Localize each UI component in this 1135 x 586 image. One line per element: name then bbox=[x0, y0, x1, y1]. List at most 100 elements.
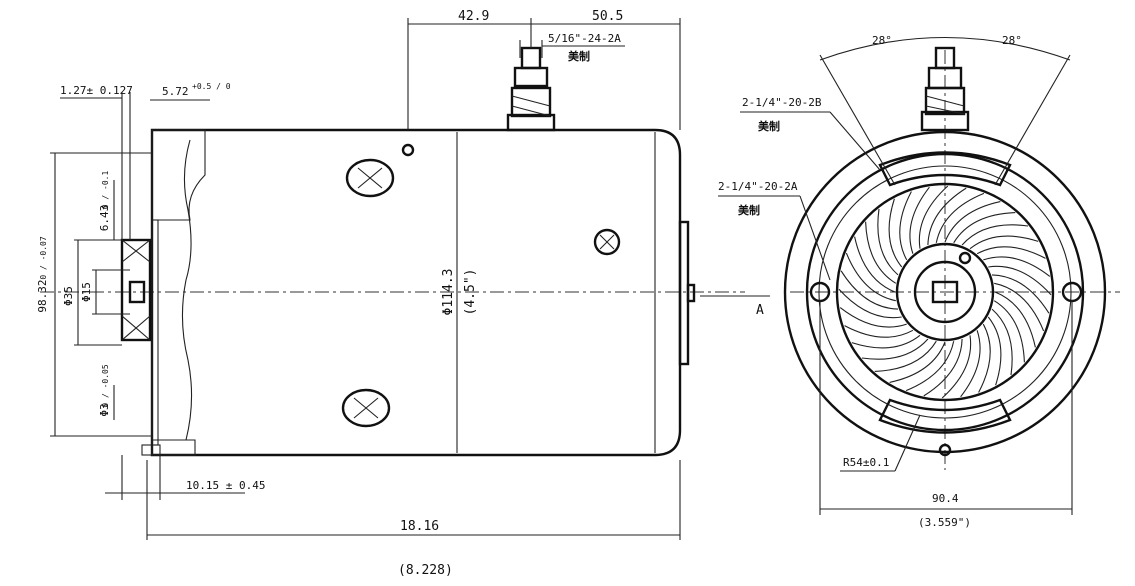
armature-winding bbox=[844, 325, 914, 338]
thread-lower-leader bbox=[799, 195, 831, 281]
angle-left: 28° bbox=[872, 34, 892, 47]
dim-total-length: 18.16 bbox=[400, 519, 439, 534]
dim-bore-inner: Φ15 bbox=[80, 282, 93, 302]
dim-bearing-tol: 0 / -0.1 bbox=[101, 171, 110, 210]
dim-total-length-in: (8.228) bbox=[398, 563, 453, 578]
armature-winding bbox=[944, 201, 1001, 243]
armature-winding bbox=[918, 185, 949, 249]
armature-winding bbox=[851, 334, 921, 349]
thread-lower-label: 2-1/4"-20-2A bbox=[718, 180, 798, 193]
end-hub-outer bbox=[895, 242, 995, 342]
dim-top-right: 50.5 bbox=[592, 9, 623, 24]
width-label: 90.4 bbox=[932, 492, 959, 505]
armature-winding bbox=[845, 252, 896, 302]
thread-top-label: 5/16"-24-2A bbox=[548, 32, 621, 45]
armature-winding bbox=[905, 341, 955, 392]
armature-winding bbox=[854, 236, 896, 293]
end-slot-bottom bbox=[878, 398, 1012, 434]
keyway bbox=[128, 280, 146, 304]
armature-winding bbox=[994, 291, 1036, 348]
vent-hole bbox=[401, 143, 415, 157]
thread-upper-note: 美制 bbox=[758, 119, 780, 133]
armature-winding bbox=[909, 186, 930, 254]
end-shaft-key bbox=[931, 280, 959, 304]
armature-winding bbox=[978, 323, 991, 393]
thread-top-note: 美制 bbox=[568, 49, 590, 63]
angle-line-left bbox=[819, 54, 896, 186]
armature-winding bbox=[927, 187, 967, 246]
end-slot-top bbox=[878, 151, 1012, 187]
armature-winding bbox=[877, 208, 899, 276]
armature-windings bbox=[838, 185, 1052, 399]
armature-winding bbox=[953, 212, 1016, 244]
motor-body-outline bbox=[150, 128, 682, 457]
armature-winding bbox=[861, 338, 929, 360]
armature-winding bbox=[961, 224, 1029, 246]
armature-winding bbox=[889, 341, 946, 383]
dim-flange-2: 5.72 bbox=[162, 85, 189, 98]
bearing-cross-2 bbox=[121, 239, 151, 263]
armature-winding bbox=[838, 288, 902, 319]
armature-winding bbox=[991, 308, 1013, 376]
end-view: 28° 28° 2-1/4"-20-2B 美制 2-1/4"-20-2A 美制 … bbox=[718, 34, 1120, 529]
armature-winding bbox=[976, 246, 1046, 259]
dim-bore-outer: Φ35 bbox=[62, 286, 75, 306]
end-hub-inner bbox=[913, 260, 977, 324]
width-inch-label: (3.559") bbox=[918, 516, 971, 529]
dim-vertical-total-tol: 0 / -0.07 bbox=[39, 236, 48, 280]
dim-flange-1: 1.27± 0.127 bbox=[60, 84, 133, 97]
armature-winding bbox=[935, 192, 985, 243]
angle-right: 28° bbox=[1002, 34, 1022, 47]
end-mount-hole-bottom bbox=[938, 443, 952, 457]
dim-flange-2-tol: +0.5 / 0 bbox=[192, 82, 231, 91]
end-armature-circle bbox=[835, 182, 1055, 402]
end-small-hole bbox=[958, 251, 972, 265]
armature-winding bbox=[969, 235, 1039, 250]
bearing-housing bbox=[120, 238, 152, 342]
body-diameter-inch-label: (4.5") bbox=[463, 269, 478, 316]
armature-winding bbox=[988, 265, 1052, 296]
break-line bbox=[181, 139, 193, 441]
mount-pin bbox=[141, 444, 161, 456]
terminal-stud-side bbox=[506, 46, 556, 132]
angle-arc bbox=[819, 37, 1071, 61]
view-marker-a: A bbox=[756, 303, 764, 318]
side-view: A Φ114.3 (4.5") bbox=[36, 9, 770, 578]
armature-winding bbox=[888, 198, 903, 268]
armature-winding bbox=[987, 316, 1002, 386]
thread-upper-label: 2-1/4"-20-2B bbox=[742, 96, 822, 109]
end-outer-circle bbox=[783, 130, 1107, 454]
end-ring-circle bbox=[805, 152, 1085, 432]
thread-upper-leader bbox=[829, 111, 881, 171]
fastener-symbol-small bbox=[593, 228, 621, 256]
dim-bearing: 6.43 bbox=[98, 205, 111, 232]
armature-winding bbox=[994, 282, 1045, 332]
flange-hatch-top bbox=[151, 129, 206, 221]
thread-lower-note: 美制 bbox=[738, 203, 760, 217]
dim-vertical-total: 98.32 bbox=[36, 279, 49, 312]
shaft-stub bbox=[686, 283, 696, 303]
fastener-symbol-bottom bbox=[341, 388, 391, 428]
radius-leader bbox=[894, 414, 921, 472]
angle-line-right bbox=[994, 54, 1071, 186]
armature-winding bbox=[993, 300, 1025, 363]
armature-winding bbox=[983, 256, 1051, 277]
flange-hatch-bottom bbox=[151, 439, 196, 456]
dim-small-bore-tol: 0 / -0.05 bbox=[101, 364, 110, 408]
armature-winding bbox=[991, 274, 1050, 314]
radius-label: R54±0.1 bbox=[843, 456, 889, 469]
dim-shaft-offset: 10.15 ± 0.45 bbox=[186, 479, 265, 492]
armature-winding bbox=[923, 338, 963, 397]
armature-winding bbox=[899, 191, 912, 261]
body-diameter-label: Φ114.3 bbox=[441, 269, 456, 316]
dim-small-bore: Φ3 bbox=[98, 403, 111, 416]
armature-winding bbox=[960, 330, 981, 398]
dim-top-left: 42.9 bbox=[458, 9, 489, 24]
armature-winding bbox=[941, 335, 972, 399]
armature-winding bbox=[865, 221, 897, 284]
armature-winding bbox=[839, 307, 907, 328]
bearing-cross-4 bbox=[121, 315, 151, 341]
end-hatched-ring bbox=[818, 165, 1072, 419]
fastener-symbol-top bbox=[345, 158, 395, 198]
